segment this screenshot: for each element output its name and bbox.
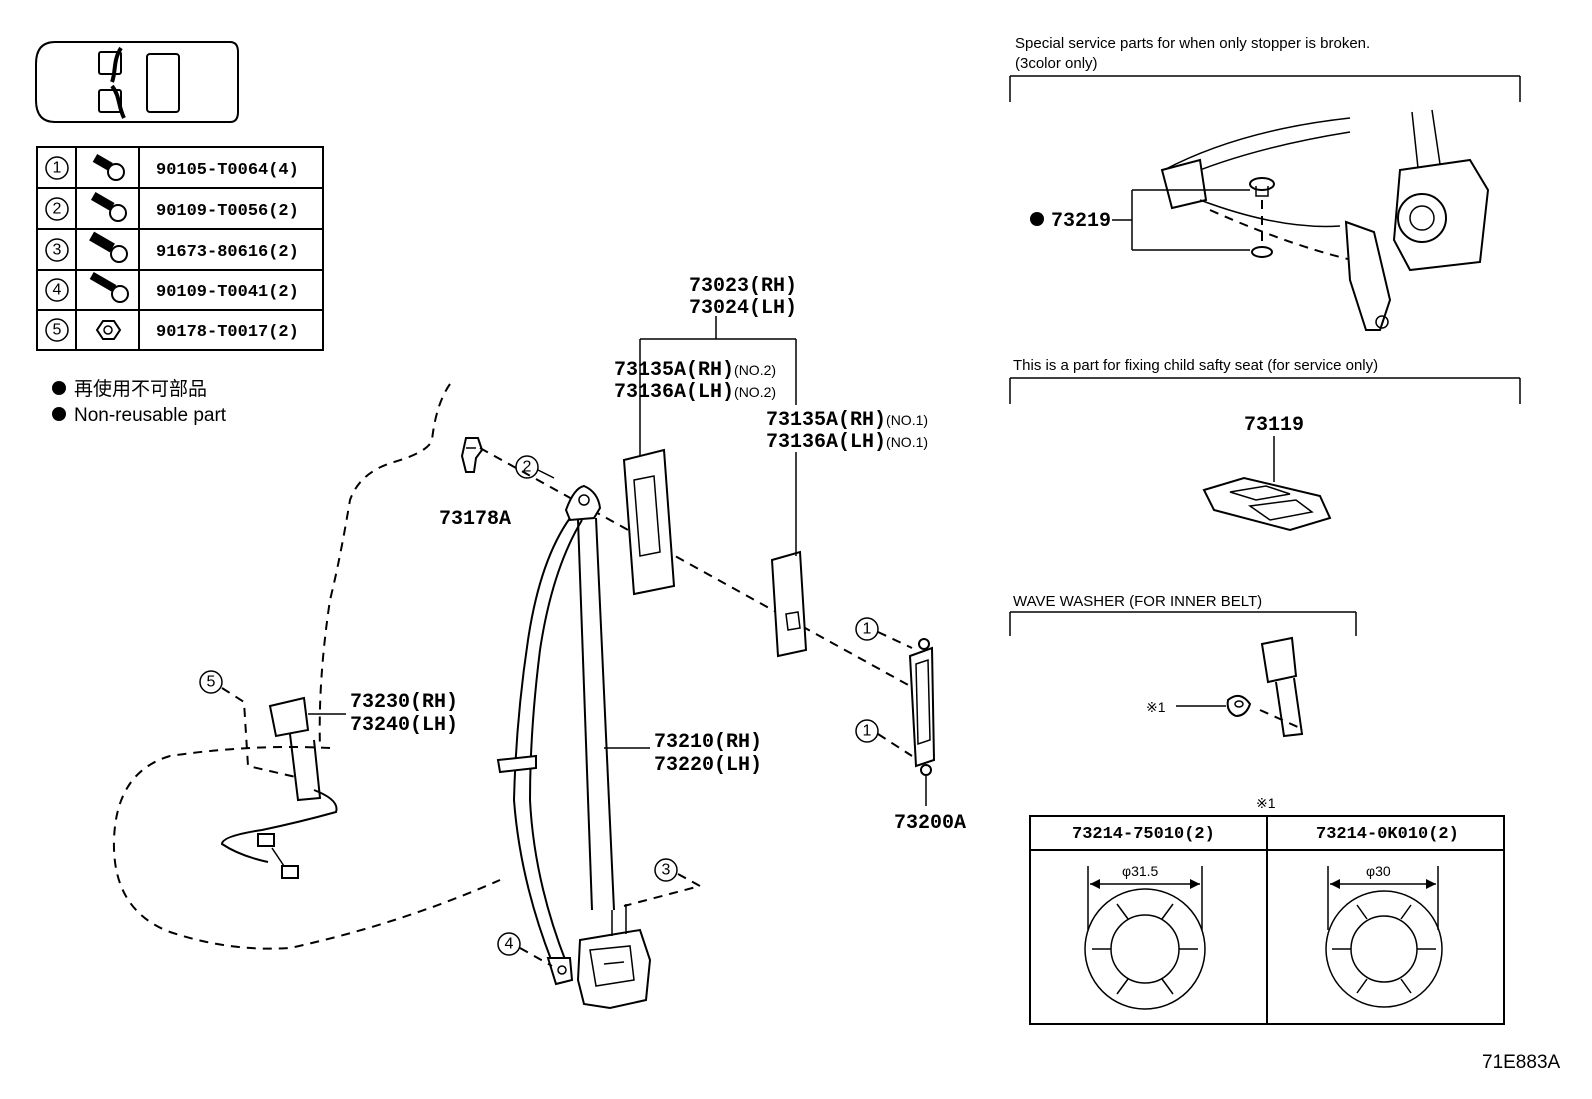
leader-73219	[1112, 189, 1250, 251]
label-73200a: 73200A	[894, 812, 966, 835]
washer-diameter-1: φ31.5	[1122, 863, 1159, 879]
inner-buckle: 73230(RH) 73240(LH)	[220, 691, 458, 879]
child-seat-bracket	[1009, 377, 1521, 404]
ref-mark: ※1	[1146, 699, 1166, 715]
bolt-table-row: 5 90178-T0017(2)	[45, 318, 299, 342]
ref-mark-table: ※1	[1256, 795, 1276, 811]
bolt-row-number: 3	[53, 242, 62, 259]
callout-1-upper: 1	[855, 617, 913, 649]
callout-2: 2	[515, 455, 555, 479]
legend-japanese: 再使用不可部品	[74, 378, 207, 400]
washer-table: 73214-75010(2) 73214-0K010(2) φ31.5 φ30	[1029, 815, 1505, 1025]
label-73136a-no2: 73136A(LH)(NO.2)	[614, 381, 776, 404]
bolt-part-number: 91673-80616(2)	[156, 243, 299, 262]
stopper-illustration	[1160, 109, 1490, 331]
bolt-icon	[89, 272, 129, 303]
washer-header-1: 73214-75010(2)	[1072, 825, 1215, 844]
note-stopper-line2: (3color only)	[1015, 55, 1098, 72]
label-73220: 73220(LH)	[654, 754, 762, 777]
vehicle-locator-icon	[35, 41, 239, 123]
seat-belt-assembly: 73210(RH) 73220(LH)	[496, 484, 762, 1010]
legend: 再使用不可部品 Non-reusable part	[52, 378, 227, 426]
stopper-bracket	[1009, 75, 1521, 102]
callout-5: 5	[199, 670, 301, 779]
bolt-row-number: 1	[53, 160, 62, 177]
washer-header-2: 73214-0K010(2)	[1316, 825, 1459, 844]
bolt-icon	[90, 192, 127, 222]
washer-1: φ31.5	[1084, 863, 1206, 1010]
callout-4: 4	[497, 932, 553, 967]
bolt-table-row: 4 90109-T0041(2)	[45, 272, 299, 303]
note-stopper-line1: Special service parts for when only stop…	[1015, 35, 1370, 52]
svg-text:1: 1	[863, 723, 872, 740]
seat-outline	[318, 383, 451, 749]
bolt-row-number: 5	[53, 322, 62, 339]
wave-washer-illustration	[1176, 636, 1304, 738]
washer-diameter-2: φ30	[1366, 863, 1391, 879]
label-73178a: 73178A	[439, 508, 511, 531]
label-73135a-no2: 73135A(RH)(NO.2)	[614, 359, 776, 382]
label-73023: 73023(RH)	[689, 275, 797, 298]
label-73024: 73024(LH)	[689, 297, 797, 320]
note-child-seat: This is a part for fixing child safty se…	[1013, 357, 1378, 374]
non-reusable-dot-icon	[52, 407, 66, 421]
note-wave-washer: WAVE WASHER (FOR INNER BELT)	[1013, 593, 1262, 610]
label-73240: 73240(LH)	[350, 714, 458, 737]
cover-no2	[622, 448, 676, 596]
nut-icon	[95, 320, 122, 340]
svg-text:3: 3	[662, 862, 671, 879]
bolt-part-number: 90109-T0041(2)	[156, 283, 299, 302]
child-seat-anchor-73119	[1202, 476, 1332, 532]
bolt-icon	[92, 154, 125, 181]
non-reusable-dot-icon	[1030, 212, 1044, 226]
non-reusable-dot-icon	[52, 381, 66, 395]
bolt-part-number: 90178-T0017(2)	[156, 323, 299, 342]
callout-3: 3	[623, 858, 703, 907]
figure-id: 71E883A	[1482, 1052, 1561, 1073]
svg-text:5: 5	[207, 674, 216, 691]
label-73136a-no1: 73136A(LH)(NO.1)	[766, 431, 928, 454]
belt-guide-73178a: 73178A	[439, 437, 511, 531]
svg-text:2: 2	[523, 459, 532, 476]
svg-text:1: 1	[863, 621, 872, 638]
label-73119: 73119	[1244, 414, 1304, 437]
wave-washer-bracket	[1009, 611, 1357, 636]
bolt-table: 1 90105-T0064(4) 2 90109-T0056(2) 3 9167	[36, 146, 324, 351]
callout-1-lower: 1	[855, 719, 913, 757]
label-73210: 73210(RH)	[654, 731, 762, 754]
bolt-row-number: 4	[53, 282, 62, 299]
bolt-table-row: 2 90109-T0056(2)	[45, 192, 299, 222]
seat-cushion-outline	[112, 746, 501, 950]
cover-leader-lines	[639, 316, 797, 556]
svg-text:4: 4	[505, 936, 514, 953]
shoulder-adjuster-73200a: 73200A	[894, 638, 966, 835]
bolt-table-row: 3 91673-80616(2)	[45, 231, 299, 263]
cover-no1	[770, 550, 808, 658]
label-73219: 73219	[1051, 210, 1111, 233]
label-73135a-no1: 73135A(RH)(NO.1)	[766, 409, 928, 432]
bolt-part-number: 90105-T0064(4)	[156, 161, 299, 180]
washer-2: φ30	[1325, 863, 1443, 1008]
bolt-part-number: 90109-T0056(2)	[156, 202, 299, 221]
legend-english: Non-reusable part	[74, 405, 227, 426]
bolt-row-number: 2	[53, 201, 62, 218]
bolt-table-row: 1 90105-T0064(4)	[45, 154, 299, 181]
bolt-icon	[89, 231, 128, 263]
label-73230: 73230(RH)	[350, 691, 458, 714]
anchor-dashed-line	[479, 447, 911, 687]
